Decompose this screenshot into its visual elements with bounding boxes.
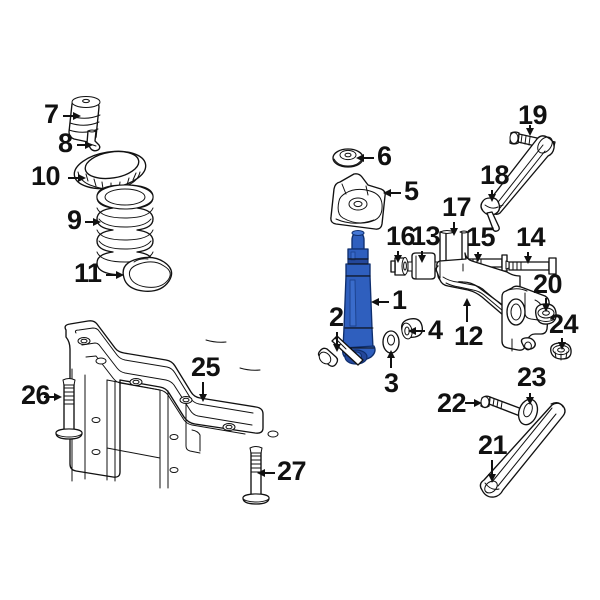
part-upper-shock-bracket[interactable] bbox=[330, 173, 386, 230]
callout-21[interactable]: 21 bbox=[478, 430, 508, 460]
callout-16[interactable]: 16 bbox=[386, 221, 416, 251]
part-steering-knuckle[interactable] bbox=[501, 285, 550, 352]
leader-lines bbox=[44, 112, 566, 482]
part-control-arm-bushing[interactable] bbox=[407, 252, 440, 280]
callout-22[interactable]: 22 bbox=[437, 388, 467, 418]
callout-25[interactable]: 25 bbox=[191, 352, 221, 382]
callout-19[interactable]: 19 bbox=[518, 100, 548, 130]
callout-26[interactable]: 26 bbox=[21, 380, 51, 410]
part-suspension-bolt-long[interactable] bbox=[505, 257, 557, 275]
callout-1[interactable]: 1 bbox=[392, 285, 407, 315]
callout-18[interactable]: 18 bbox=[480, 160, 510, 190]
part-lower-shock-bolt[interactable] bbox=[317, 335, 364, 367]
callout-23[interactable]: 23 bbox=[517, 362, 547, 392]
part-ball-joint[interactable] bbox=[480, 197, 501, 232]
part-upper-shock-mount[interactable] bbox=[332, 148, 364, 168]
part-knuckle-nut[interactable] bbox=[550, 342, 572, 361]
part-trailing-arm-bolt[interactable] bbox=[480, 395, 523, 417]
callout-15[interactable]: 15 bbox=[466, 222, 496, 252]
callout-8[interactable]: 8 bbox=[58, 128, 73, 158]
part-shock-absorber[interactable] bbox=[342, 230, 376, 365]
part-subframe-bolt-right[interactable] bbox=[242, 446, 270, 505]
callout-9[interactable]: 9 bbox=[67, 205, 82, 235]
callout-6[interactable]: 6 bbox=[377, 141, 392, 171]
callout-14[interactable]: 14 bbox=[516, 222, 546, 252]
callout-13[interactable]: 13 bbox=[411, 221, 441, 251]
callout-10[interactable]: 10 bbox=[31, 161, 61, 191]
callout-5[interactable]: 5 bbox=[404, 176, 419, 206]
part-rear-subframe-crossmember[interactable] bbox=[64, 320, 279, 489]
part-subframe-bolt-left[interactable] bbox=[55, 378, 83, 440]
part-adjusting-cam[interactable] bbox=[390, 257, 409, 276]
part-bumper-retainer-pin[interactable] bbox=[86, 129, 101, 152]
part-knuckle-bushing[interactable] bbox=[535, 303, 557, 325]
callout-2[interactable]: 2 bbox=[329, 302, 344, 332]
callout-24[interactable]: 24 bbox=[549, 309, 579, 339]
part-lower-spring-insulator[interactable] bbox=[122, 256, 173, 292]
callout-7[interactable]: 7 bbox=[44, 99, 59, 129]
callout-20[interactable]: 20 bbox=[533, 269, 563, 299]
part-shock-washer[interactable] bbox=[382, 330, 400, 354]
callout-17[interactable]: 17 bbox=[442, 192, 472, 222]
callout-4[interactable]: 4 bbox=[428, 315, 443, 345]
part-shock-bushing[interactable] bbox=[401, 317, 424, 340]
callout-27[interactable]: 27 bbox=[277, 456, 307, 486]
part-upper-spring-seat[interactable] bbox=[72, 147, 149, 194]
part-trailing-arm[interactable] bbox=[479, 402, 566, 498]
callout-12[interactable]: 12 bbox=[454, 321, 484, 351]
callout-11[interactable]: 11 bbox=[74, 258, 102, 288]
callout-3[interactable]: 3 bbox=[384, 368, 399, 398]
